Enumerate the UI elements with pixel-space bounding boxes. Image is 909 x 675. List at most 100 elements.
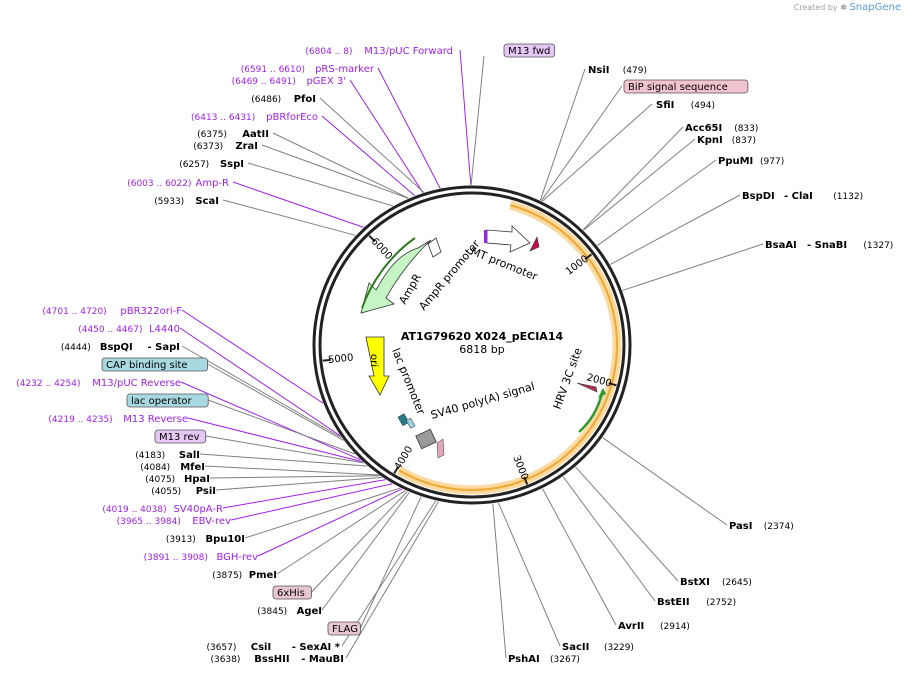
leader-line [272,132,409,199]
leader-line [181,345,342,439]
site-position: (4450 .. 4467) [78,325,142,335]
leader-line [181,309,324,404]
feature-box-6xhis-box[interactable] [272,585,312,600]
mt-promoter-arrow[interactable] [486,225,531,253]
site-csii: CsiI [251,642,271,653]
credit-prefix: Created by [793,3,838,12]
leader-line [257,488,403,557]
tick-label: 1000 [564,254,591,278]
site-scai: ScaI [195,196,219,207]
leader-line [459,49,472,186]
tick-label: 5000 [328,352,354,366]
site-bspqi: BspQI [100,342,133,353]
site-position: (6469 .. 6491) [232,77,296,87]
site-position: (2752) [706,598,736,608]
site-bpu10i: Bpu10I [205,534,245,545]
site-avrii: AvrII [618,621,644,632]
ampr-promoter-arrow[interactable] [427,237,442,258]
leader-line [208,399,356,455]
tick-mark [322,358,331,362]
site-sexai: - SexAI * [292,642,341,653]
leader-line [575,466,679,582]
leader-line [222,479,386,509]
hrv-3c-label: HRV 3C site [551,346,585,411]
leader-line [311,491,408,593]
site-position: (4183) [135,451,165,461]
leader-line [247,162,394,207]
primer-ebv-rev: EBV-rev [192,516,231,527]
feature-box-m13-rev: M13 rev [159,432,200,443]
leader-line [377,67,441,189]
site-aatii: AatII [242,129,269,140]
tick-label: 3000 [510,454,530,482]
site-labels: NsiI(479)BiP signal sequenceSfiI(494)Acc… [16,43,893,665]
primer-bgh-rev: BGH-rev [216,552,258,563]
leader-line [542,488,617,626]
primer-m13-puc-reverse: M13/pUC Reverse [92,378,181,389]
cap-site-mark [405,417,416,429]
feature-box-lac-operator: lac operator [131,396,192,407]
site-pmei: PmeI [249,570,277,581]
site-sspi: SspI [220,159,244,170]
tick-label: 6000 [369,236,394,262]
site-sali: SalI [179,450,200,461]
site-position: (4444) [61,343,91,353]
feature-box-bip-signal-sequence-box[interactable] [623,79,749,94]
site-position: (3845) [257,607,287,617]
credit-brand: SnapGene [849,2,901,13]
site-bspdi: BspDI [742,191,775,202]
leader-line [215,476,383,491]
site-position: (4084) [140,463,170,473]
leader-line [222,199,356,236]
site-acc65i: Acc65I [685,123,722,134]
leader-line [497,502,561,647]
site-bsshii: BssHII [254,654,289,665]
ampr-arrow[interactable] [360,239,432,314]
site-position: (4019 .. 4038) [102,505,166,515]
site-position: (2374) [764,522,794,532]
site-position: (1327) [863,241,893,251]
site-position: (494) [691,101,715,111]
feature-box-m13-fwd-box[interactable] [503,43,556,58]
sv40-polya-label: SV40 poly(A) signal [429,380,536,422]
bip-signal-mark [529,236,540,252]
primer-m13-reverse: M13 Reverse [123,414,188,425]
leader-line [539,68,586,201]
site-position: (3913) [166,535,196,545]
feature-box-cap-binding-site-box[interactable] [101,357,208,372]
orf-arc-line [398,204,618,491]
site-position: (4075) [145,475,175,485]
site-position: (4232 .. 4254) [16,379,80,389]
feature-box-lac-operator-box[interactable] [126,393,209,408]
site-ppumi: PpuMI [718,156,753,167]
site-position: (6804 .. 8) [305,47,352,57]
site-pasi: PasI [729,521,752,532]
primer-pbr322ori-f: pBR322ori-F [120,306,182,317]
leader-line [179,327,341,437]
site-sacii: SacII [562,642,589,653]
site-position: (833) [734,124,758,134]
site-position: (3965 .. 3984) [117,517,181,527]
leader-line [349,79,424,193]
feature-box-m13-rev-box[interactable] [154,429,207,444]
leader-line [204,465,379,476]
leader-line [207,363,344,441]
leader-line [230,483,393,521]
primer-amp-r: Amp-R [196,178,230,189]
site-position: (2645) [722,578,752,588]
leader-line [359,496,422,629]
his-flag-marks [436,438,445,459]
tick-mark [523,476,529,485]
feature-box-flag-box[interactable] [327,621,361,636]
site-position: (6373) [193,142,223,152]
ori-arrow[interactable] [365,336,390,396]
feature-box-cap-binding-site: CAP binding site [106,360,188,371]
sv40-polya-mark[interactable] [415,428,437,450]
hrv-3c-head [598,388,606,398]
tick-mark [584,253,593,260]
site-position: (6413 .. 6431) [191,113,255,123]
site-agei: AgeI [297,606,322,617]
site-position: (4219 .. 4235) [48,415,112,425]
tick-label: 4000 [393,444,416,471]
leader-line [622,243,764,291]
